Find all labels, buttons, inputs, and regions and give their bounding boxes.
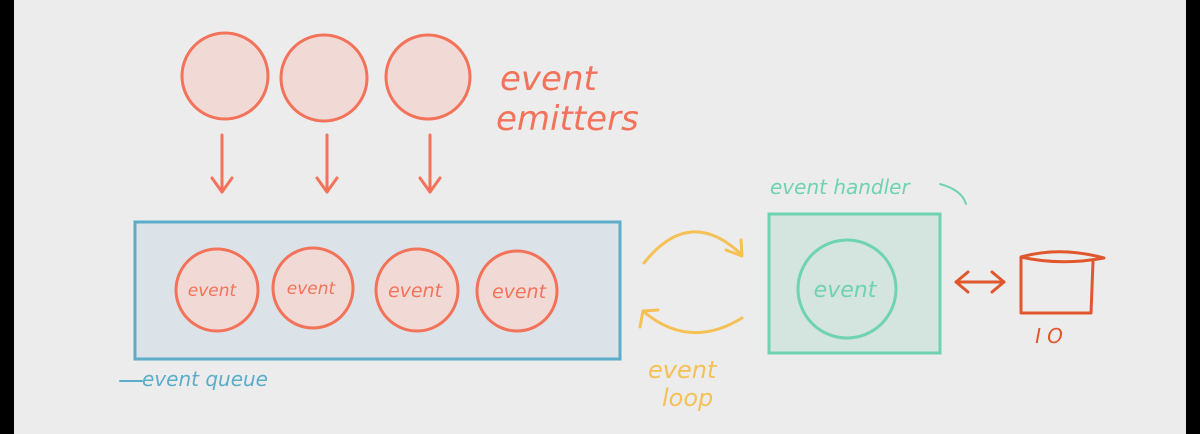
emitters-label-line1: event bbox=[500, 59, 599, 99]
queue-event-circle bbox=[475, 249, 559, 333]
handler-event-circle bbox=[796, 238, 898, 340]
queue-label: event queue bbox=[142, 367, 268, 391]
emitter-circle-1 bbox=[180, 31, 270, 121]
handler-label-flourish bbox=[939, 183, 967, 205]
event-queue: event event event event bbox=[133, 220, 622, 361]
emitter-circle-3 bbox=[384, 33, 472, 121]
emitter-circle-2 bbox=[279, 33, 369, 123]
loop-label-line2: loop bbox=[662, 384, 713, 412]
queue-event-label: event bbox=[188, 281, 238, 301]
event-emitters bbox=[180, 31, 472, 123]
queue-event-label: event bbox=[388, 280, 444, 302]
loop-arrow-bottom bbox=[638, 308, 744, 335]
queue-event-4: event bbox=[475, 249, 559, 333]
io-label: IO bbox=[1035, 324, 1069, 348]
emitters-label-line2: emitters bbox=[496, 99, 639, 139]
event-handler: event handler event bbox=[767, 175, 967, 355]
loop-arrow-top bbox=[642, 230, 744, 265]
event-loop-arrows bbox=[638, 230, 744, 335]
queue-event-label: event bbox=[492, 281, 548, 303]
queue-event-1: event bbox=[174, 247, 260, 333]
queue-event-3: event bbox=[374, 247, 460, 333]
queue-event-circle bbox=[174, 247, 260, 333]
queue-event-circle bbox=[271, 246, 355, 330]
queue-event-2: event bbox=[271, 246, 355, 330]
emit-arrows bbox=[210, 133, 442, 194]
queue-event-circle bbox=[374, 247, 460, 333]
io-storage bbox=[1019, 250, 1106, 315]
emit-arrow-1 bbox=[210, 133, 234, 194]
io-double-arrow bbox=[954, 270, 1006, 294]
emit-arrow-3 bbox=[418, 133, 442, 194]
handler-label: event handler bbox=[770, 175, 911, 199]
emit-arrow-2 bbox=[315, 133, 339, 194]
loop-label-line1: event bbox=[648, 356, 718, 384]
io-cylinder-icon bbox=[1019, 250, 1106, 315]
handler-event-label: event bbox=[814, 278, 878, 303]
queue-event-label: event bbox=[287, 279, 337, 299]
